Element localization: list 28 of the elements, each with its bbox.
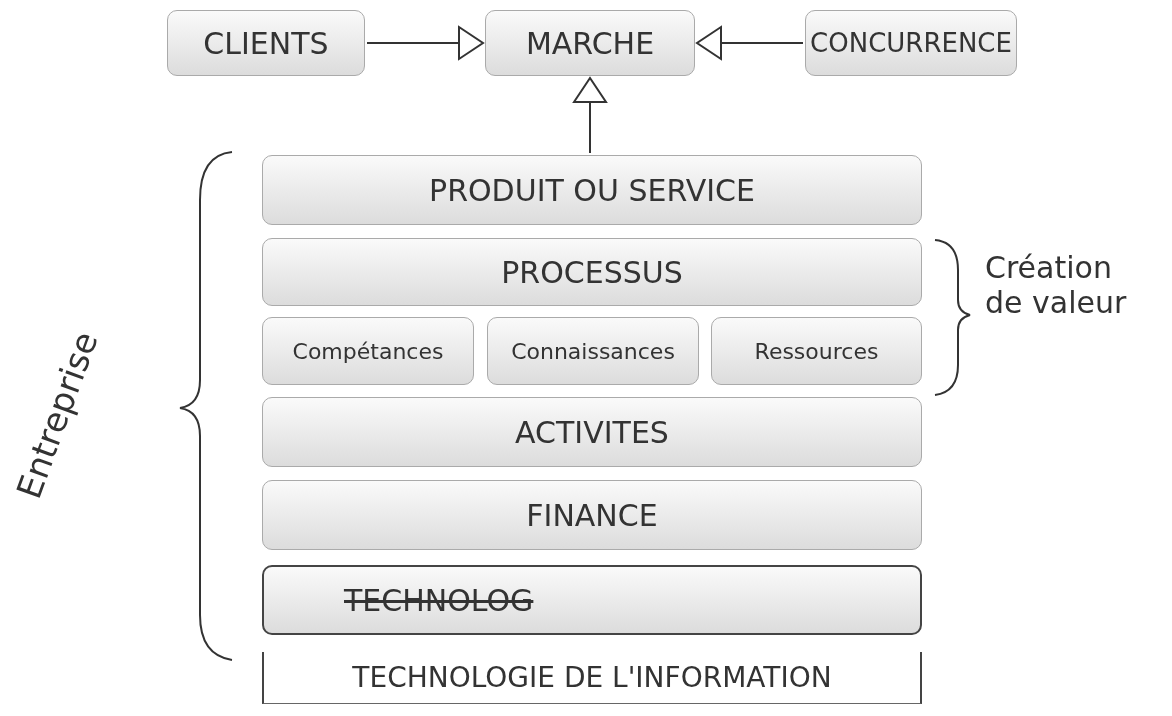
node-text: ACTIVITES: [515, 414, 669, 450]
layer-box: [262, 238, 922, 306]
node-text: Compétances: [292, 338, 444, 364]
crossed-out-text: TECHNOLOG: [344, 582, 534, 618]
layer-box: [711, 317, 922, 385]
arrow: [573, 77, 607, 154]
node-text: Ressources: [754, 338, 879, 364]
arrow: [696, 26, 804, 60]
node-text: CONCURRENCE: [810, 28, 1012, 58]
layer-box: [485, 10, 695, 76]
node-text: PRODUIT OU SERVICE: [429, 172, 755, 208]
layer-box: [167, 10, 365, 76]
layer-box: [262, 155, 922, 225]
node-text: TECHNOLOGIE DE L'INFORMATION: [352, 661, 832, 694]
layer-box: [262, 565, 922, 635]
bracketed-label-box: [262, 652, 922, 704]
node-text: FINANCE: [526, 497, 658, 533]
arrow: [366, 26, 484, 60]
layer-box: [487, 317, 699, 385]
node-text: CLIENTS: [203, 25, 329, 61]
layer-box: [262, 397, 922, 467]
node-text: PROCESSUS: [501, 254, 683, 290]
node-text: Connaissances: [511, 338, 675, 364]
layer-box: [262, 480, 922, 550]
side-label: Création de valeur: [985, 250, 1128, 320]
layer-box: [262, 317, 474, 385]
node-text: MARCHE: [525, 25, 655, 61]
layer-box: [805, 10, 1017, 76]
